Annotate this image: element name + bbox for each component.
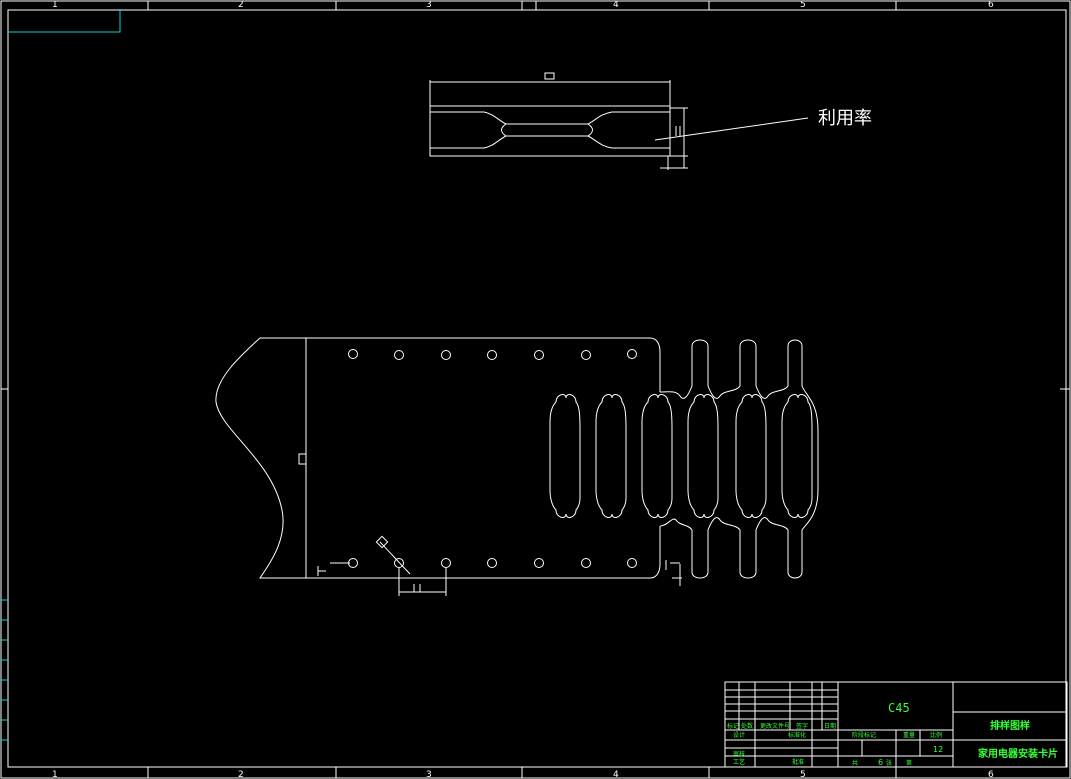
pilot-hole (348, 349, 358, 359)
pilot-hole (394, 350, 404, 360)
strip-layout (215, 337, 819, 596)
tb-label-date: 日期 (824, 722, 836, 730)
drawing-title: 排样图样 (990, 719, 1030, 732)
tb-label-designer: 设计 (733, 731, 745, 739)
zone-label: 5 (800, 770, 806, 779)
zone-label: 5 (800, 0, 806, 10)
pilot-hole (441, 350, 451, 360)
slot-blank (549, 394, 581, 518)
tb-label-stage: 阶段标记 (852, 731, 876, 739)
tb-label-mark: 标记 (727, 722, 739, 730)
pilot-hole (394, 558, 404, 568)
part-blank-row (659, 339, 819, 579)
zone-labels-top: 1 2 3 4 5 6 (52, 0, 994, 10)
tb-label-process: 工艺 (733, 758, 745, 766)
slot-blank (641, 394, 673, 518)
sheet-count: 6 (878, 758, 883, 767)
title-block (724, 681, 1068, 768)
zone-label: 2 (238, 0, 244, 10)
tb-label-count: 处数 (741, 722, 753, 730)
scale-value: 12 (933, 745, 943, 754)
tb-label-total: 共 (852, 759, 858, 767)
tb-label-weight: 重量 (903, 731, 915, 739)
pilot-hole (441, 558, 451, 568)
slot-blank (735, 394, 767, 518)
part-name: 家用电器安装卡片 (978, 747, 1058, 760)
pilot-hole (534, 558, 544, 568)
annotation-label: 利用率 (818, 108, 872, 129)
zone-label: 3 (426, 770, 432, 779)
pilot-hole (627, 349, 637, 359)
tb-label-sheet: 张 (886, 759, 892, 767)
zone-label: 6 (988, 770, 994, 779)
zone-label: 1 (52, 0, 58, 10)
material-label: C45 (888, 701, 910, 715)
slot-blank (687, 394, 719, 518)
tb-label-signature: 签字 (796, 722, 808, 730)
zone-label: 4 (613, 0, 619, 10)
section-view (429, 72, 809, 170)
tb-label-scale: 比例 (930, 731, 942, 739)
zone-labels-bottom: 1 2 3 4 5 6 (52, 770, 994, 779)
tb-label-review: 审核 (733, 750, 745, 758)
tb-label-revision: 更改文件号 (760, 722, 790, 730)
pilot-hole (487, 558, 497, 568)
pilot-hole (487, 350, 497, 360)
zone-label: 1 (52, 770, 58, 779)
tb-label-standardized: 标准化 (788, 731, 806, 739)
zone-label: 6 (988, 0, 994, 10)
tb-label-approve: 批准 (792, 758, 804, 766)
pilot-hole (581, 350, 591, 360)
zone-label: 2 (238, 770, 244, 779)
pilot-hole (581, 558, 591, 568)
slot-blank (781, 394, 813, 518)
tb-label-sheet-no: 第 (906, 759, 912, 767)
zone-label: 4 (613, 770, 619, 779)
pilot-hole (627, 558, 637, 568)
zone-label: 3 (426, 0, 432, 10)
slot-blank (595, 394, 627, 518)
pilot-hole (348, 558, 358, 568)
pilot-hole (534, 350, 544, 360)
